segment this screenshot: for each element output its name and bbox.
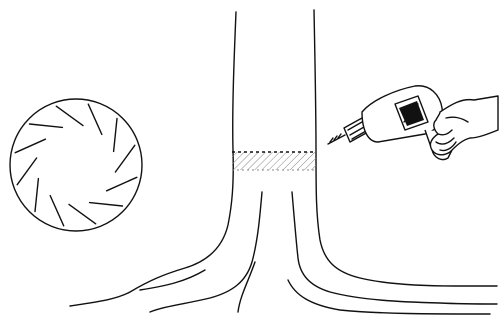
cross-section-cut	[88, 201, 124, 207]
cross-section-cut	[68, 203, 97, 225]
cross-section-cut	[34, 177, 40, 213]
cross-section-cut	[105, 176, 138, 192]
root-right-lower	[287, 279, 491, 315]
root-right	[291, 191, 498, 305]
root-left	[149, 191, 263, 313]
cross-section-cut	[114, 144, 136, 173]
trunk-right-edge	[313, 9, 498, 287]
drill-bit-flutes	[329, 133, 342, 143]
cross-section-cut	[14, 138, 47, 154]
cross-section-cut	[112, 117, 118, 153]
hand-icon	[429, 95, 499, 156]
tree-trunk	[69, 9, 498, 315]
drill-bit	[327, 134, 346, 145]
root-far-left	[139, 269, 206, 291]
cross-section-cut	[55, 105, 84, 127]
cross-section-cut	[87, 103, 103, 136]
cross-section-cut	[28, 123, 64, 129]
cross-section-cut	[16, 157, 38, 186]
trunk-left-edge	[69, 11, 237, 307]
cross-section-cut	[49, 194, 65, 227]
trunk-cross-section-icon	[9, 98, 143, 232]
root-mid-left	[237, 261, 256, 313]
drill-band	[232, 151, 316, 171]
